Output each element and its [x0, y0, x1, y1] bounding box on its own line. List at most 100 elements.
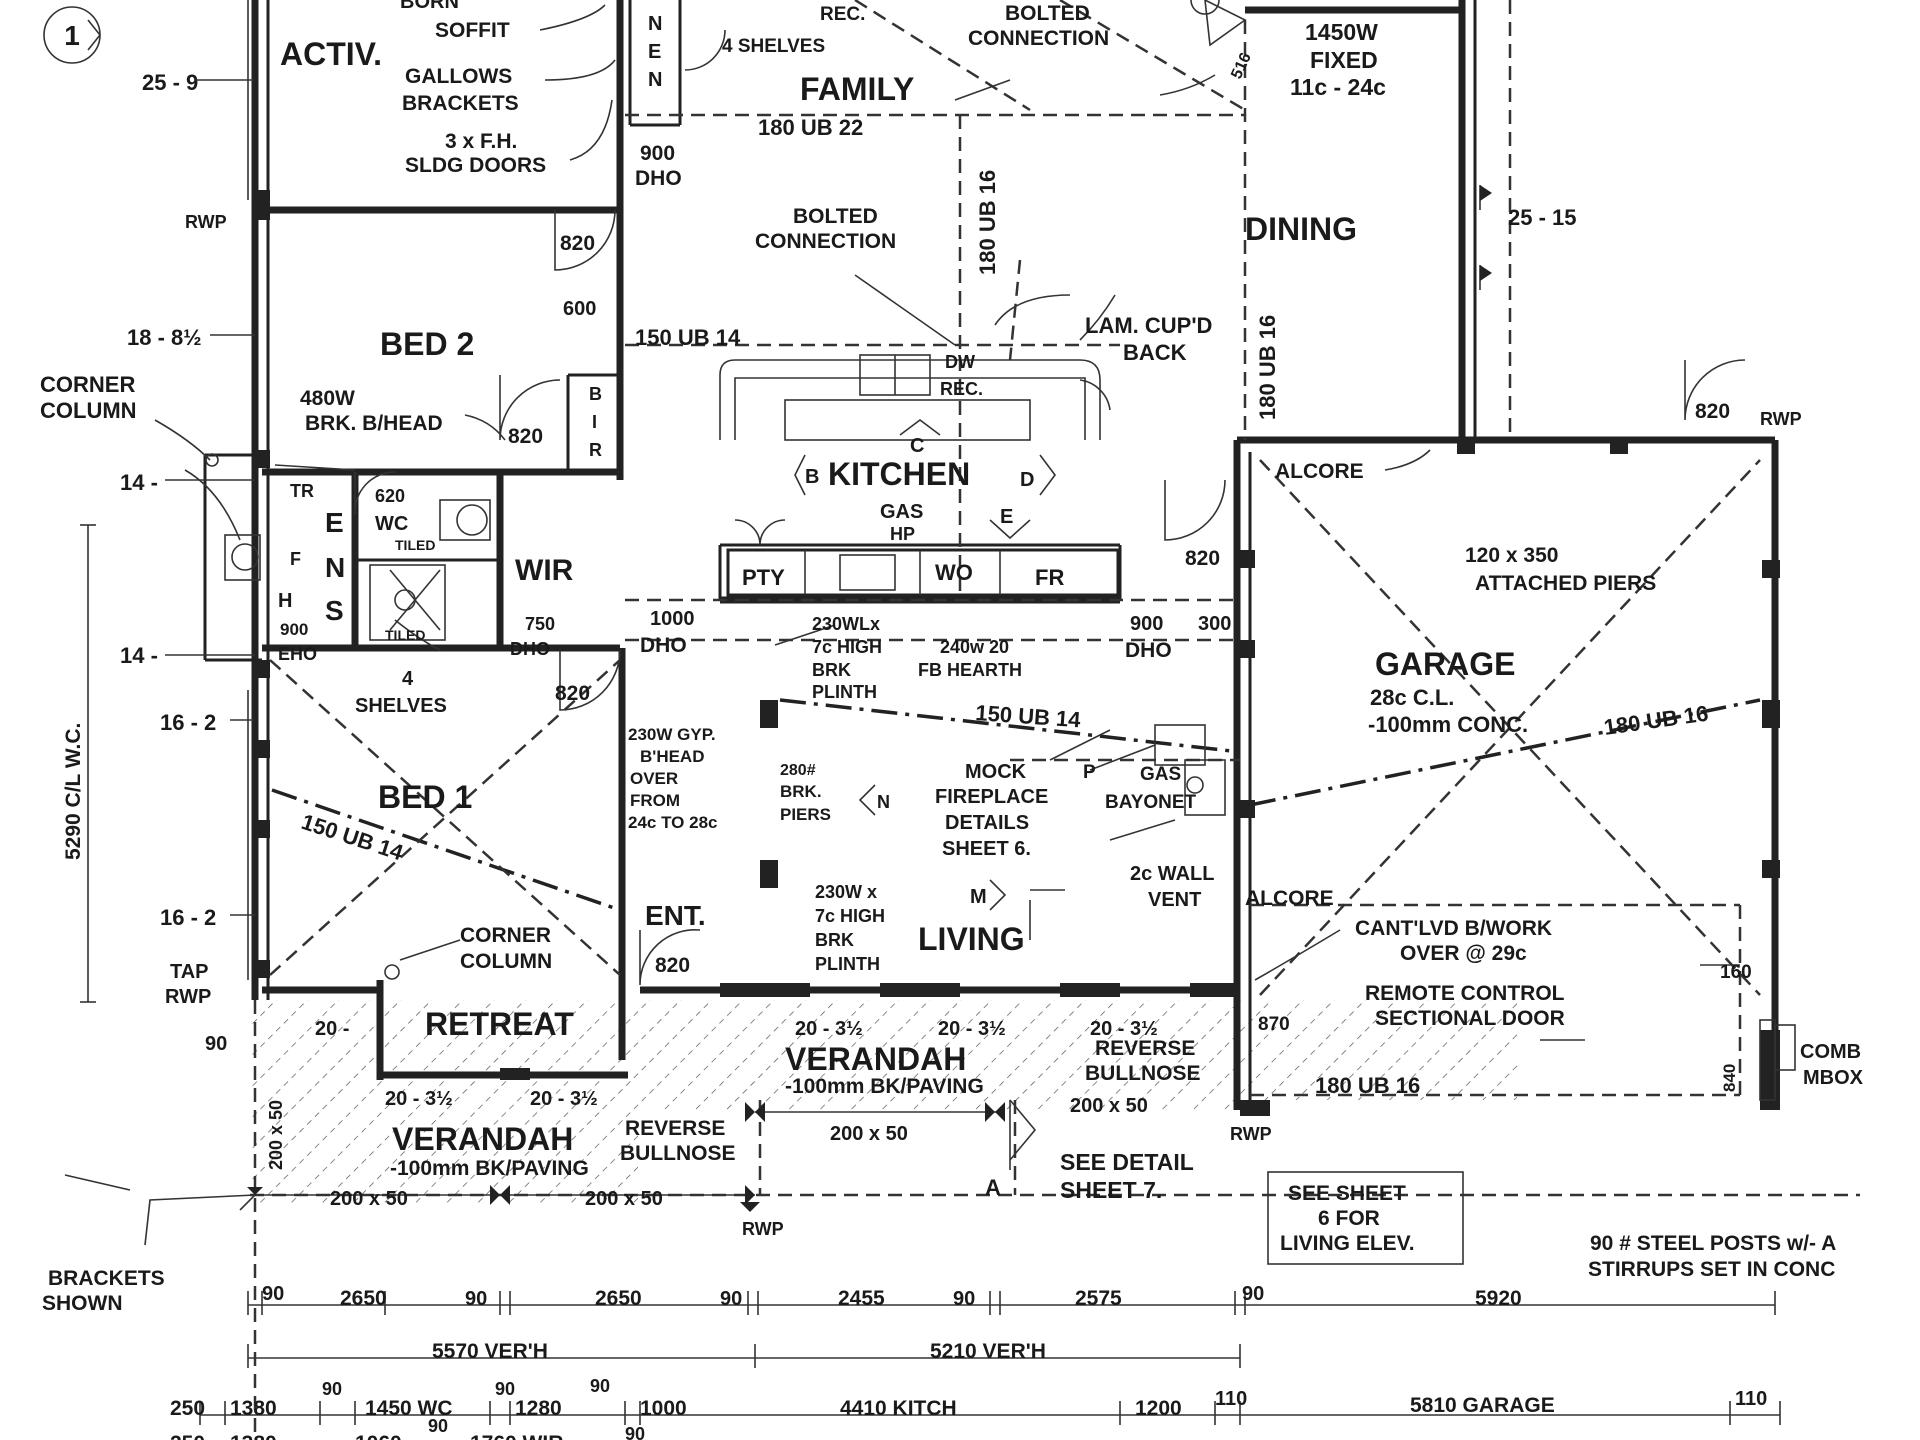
note-shelves-bed1-2: SHELVES — [355, 695, 447, 717]
note-mock-2: FIREPLACE — [935, 786, 1048, 808]
room-ens-s: S — [325, 595, 344, 626]
note-corner-col-r-1: CORNER — [460, 924, 551, 947]
dim-row2-0: 5570 VER'H — [432, 1340, 548, 1363]
note-eho-900-1: 900 — [280, 620, 308, 639]
room-labels: ACTIV. FAMILY DINING BED 2 KITCHEN GARAG… — [280, 13, 1515, 1157]
note-paving-mid: -100mm BK/PAVING — [785, 1075, 984, 1098]
structural-lines — [250, 0, 1860, 1440]
note-dho-900-2: DHO — [635, 167, 682, 190]
level-1: 25 - 9 — [142, 70, 198, 95]
door-width-4: 620 — [375, 486, 405, 506]
note-gyp-5: 24c TO 28c — [628, 813, 717, 832]
note-beam-180ub16-bot: 180 UB 16 — [1315, 1073, 1420, 1098]
note-shelves-top: 4 SHELVES — [722, 36, 825, 57]
dim-row1-5: 2455 — [838, 1287, 885, 1310]
linen-n1: N — [648, 13, 662, 35]
note-reverse-r-1: REVERSE — [1095, 1037, 1195, 1060]
note-born: BORN — [400, 0, 459, 13]
note-beam-180ub16-v2: 180 UB 16 — [1255, 315, 1280, 420]
note-dho-900-300-3: DHO — [1125, 639, 1172, 662]
note-beam-180ub22: 180 UB 22 — [758, 115, 863, 140]
note-bayonet: BAYONET — [1105, 792, 1197, 813]
room-verandah-mid: VERANDAH — [785, 1041, 966, 1077]
note-post-200x50-b: 200 x 50 — [830, 1123, 908, 1145]
note-rec-kitchen: REC. — [940, 379, 983, 399]
dim-row3-10: 110 — [1215, 1388, 1247, 1410]
note-h-ens: H — [278, 590, 292, 612]
note-dho-750-2: DHO — [510, 639, 550, 659]
room-verandah-left: VERANDAH — [392, 1121, 573, 1157]
see-sheet-box — [1267, 1171, 1464, 1265]
note-rwp-tap: RWP — [165, 986, 211, 1008]
door-width-2: 600 — [563, 298, 596, 320]
note-rwp-bottom: RWP — [742, 1219, 784, 1239]
note-ver-20-f: 20 - 3½ — [530, 1088, 598, 1110]
note-corner-left-2: COLUMN — [40, 398, 137, 423]
dim-row3-12: 110 — [1735, 1388, 1767, 1410]
note-mock-1: MOCK — [965, 761, 1027, 783]
note-gas-hp-2: HP — [890, 524, 915, 544]
kitchen-counters — [719, 354, 1120, 597]
note-steel-1: 90 # STEEL POSTS w/- A — [1590, 1232, 1836, 1255]
room-activ: ACTIV. — [280, 36, 382, 72]
room-garage: GARAGE — [1375, 646, 1515, 682]
dim-row4-2: 1060 — [355, 1432, 402, 1440]
note-piers-1: 120 x 350 — [1465, 544, 1558, 567]
note-beam-150ub14-top: 150 UB 14 — [635, 325, 741, 350]
note-dim-870: 870 — [1258, 1014, 1290, 1035]
dim-row3-1: 1380 — [230, 1397, 277, 1420]
note-brk-piers-1: 280# — [780, 762, 816, 779]
note-beam-150ub14-bed1: 150 UB 14 — [298, 809, 406, 866]
note-plinth-bot-3: BRK — [815, 930, 854, 950]
dim-row4-5: 90 — [625, 1424, 645, 1440]
note-dim-516: 516 — [1228, 50, 1255, 81]
kitchen-wo: WO — [935, 560, 973, 585]
dim-row1-1: 2650 — [340, 1287, 387, 1310]
markers: 1 C B D E N M A — [43, 0, 1247, 1200]
note-bolted-mid-1: BOLTED — [793, 205, 878, 228]
level-7: 16 - 2 — [160, 905, 216, 930]
room-kitchen: KITCHEN — [828, 456, 970, 492]
note-see-detail-1: SEE DETAIL — [1060, 1149, 1194, 1175]
note-plinth-bot-4: PLINTH — [815, 954, 880, 974]
note-gyp-4: FROM — [630, 791, 680, 810]
note-dho-750-1: 750 — [525, 614, 555, 634]
note-head-480-1: 480W — [300, 387, 355, 410]
note-brackets-1: BRACKETS — [48, 1267, 165, 1290]
note-vent-2: VENT — [1148, 889, 1201, 911]
note-bolted-top-2: CONNECTION — [968, 27, 1109, 50]
note-comb-1: COMB — [1800, 1041, 1861, 1063]
note-garage-conc: -100mm CONC. — [1368, 712, 1528, 737]
note-alcore-bot: ALCORE — [1245, 887, 1334, 910]
door-widths: 820 600 820 620 820 820 820 820 — [375, 232, 1730, 977]
dim-row4-3: 90 — [428, 1416, 448, 1436]
note-see-sheet-3: LIVING ELEV. — [1280, 1232, 1415, 1255]
note-beam-180ub16-garage: 180 UB 16 — [1602, 701, 1710, 740]
note-brackets-2: SHOWN — [42, 1292, 123, 1315]
level-5: 14 - — [120, 643, 158, 668]
note-rwp-right: RWP — [1760, 409, 1802, 429]
note-reverse-l-1: REVERSE — [625, 1117, 725, 1140]
room-bed2: BED 2 — [380, 326, 474, 362]
dim-row3-8: 4410 KITCH — [840, 1397, 957, 1420]
doors — [205, 29, 1796, 1101]
note-shelves-bed1-1: 4 — [402, 668, 414, 690]
note-rec-top: REC. — [820, 4, 865, 25]
elevation-c-marker: C — [910, 435, 924, 457]
door-width-7: 820 — [1695, 400, 1730, 423]
verandah-hatching — [250, 1000, 1520, 1205]
note-vert-dim: 5290 C/L W.C. — [62, 723, 85, 860]
note-plinth-top-2: 7c HIGH — [812, 637, 882, 657]
note-gas-hp-1: GAS — [880, 501, 923, 523]
note-corner-col-r-2: COLUMN — [460, 950, 552, 973]
note-alcore-top: ALCORE — [1275, 460, 1364, 483]
note-lam-1: LAM. CUP'D — [1085, 313, 1212, 338]
note-ver-20-a: 20 - 3½ — [795, 1018, 863, 1040]
note-mock-3: DETAILS — [945, 812, 1029, 834]
note-cant-2: OVER @ 29c — [1400, 942, 1527, 965]
note-gyp-1: 230W GYP. — [628, 725, 716, 744]
dimension-chains: 90 2650 90 2650 90 2455 90 2575 90 5920 … — [170, 1283, 1781, 1440]
note-tr: TR — [290, 481, 314, 501]
note-dim-160: 160 — [1720, 962, 1752, 983]
note-bolted-top-1: BOLTED — [1005, 2, 1090, 25]
